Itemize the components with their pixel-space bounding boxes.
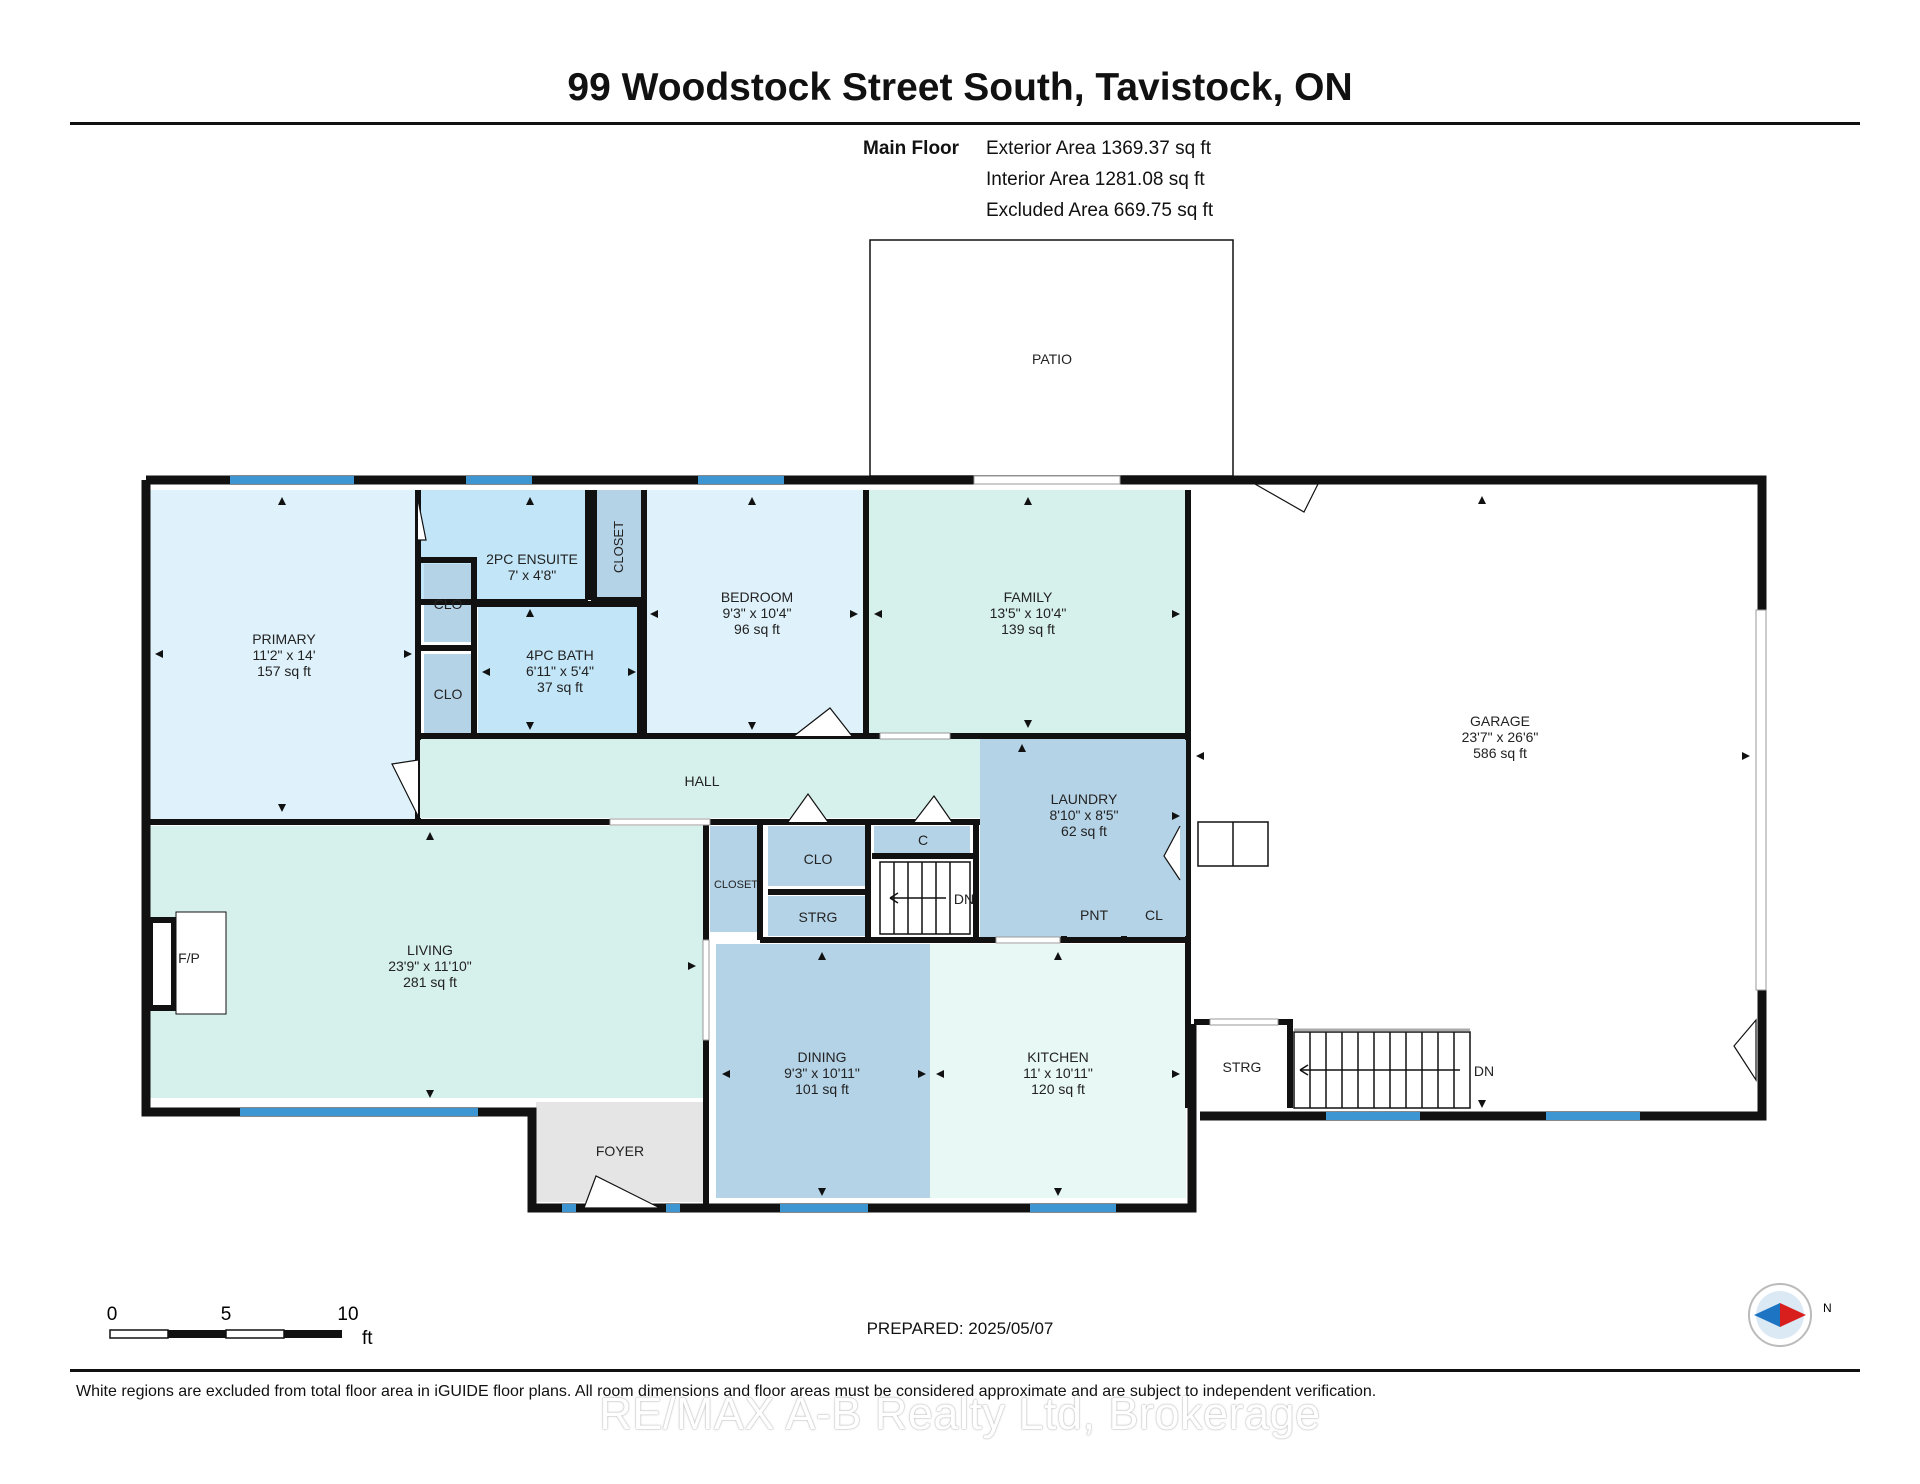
- bath4-dims: 6'11" x 5'4": [526, 663, 594, 679]
- living-area: 281 sq ft: [403, 974, 457, 990]
- prepared-date: PREPARED: 2025/05/07: [866, 1319, 1054, 1338]
- kitchen-area: 120 sq ft: [1031, 1081, 1085, 1097]
- dining-label: DINING: [798, 1049, 847, 1065]
- compass-north-label: N: [1823, 1301, 1832, 1315]
- fp-label: F/P: [178, 950, 200, 966]
- hall-overlay: [420, 740, 980, 818]
- family-room: [868, 490, 1186, 734]
- bedroom-label: BEDROOM: [721, 589, 793, 605]
- foyer-label: FOYER: [596, 1143, 644, 1159]
- hall-label: HALL: [684, 773, 719, 789]
- strg1-room: [768, 896, 868, 936]
- primary-label: PRIMARY: [252, 631, 316, 647]
- ensuite-dims: 7' x 4'8": [508, 567, 556, 583]
- bedroom-dims: 9'3" x 10'4": [723, 605, 792, 621]
- clo3-room: [768, 826, 868, 886]
- strg2-label: STRG: [1223, 1059, 1262, 1075]
- laundry-label: LAUNDRY: [1051, 791, 1118, 807]
- dining-room: [716, 944, 930, 1198]
- header-divider: [70, 122, 1860, 125]
- living-label: LIVING: [407, 942, 453, 958]
- footer-divider: [70, 1369, 1860, 1372]
- laundry-overlay: [980, 740, 1186, 936]
- closet-small-label: CLOSET: [714, 879, 758, 891]
- clo2-room: [424, 654, 472, 736]
- garage-area: 586 sq ft: [1473, 745, 1527, 761]
- living-dims: 23'9" x 11'10": [388, 958, 472, 974]
- bath4-area: 37 sq ft: [537, 679, 583, 695]
- scale-tick-0: 0: [107, 1304, 118, 1325]
- bath4-room: [478, 606, 640, 734]
- windows: [230, 476, 1640, 1212]
- kitchen-label: KITCHEN: [1027, 1049, 1088, 1065]
- closet-vertical-label: CLOSET: [611, 521, 626, 573]
- living-room: [150, 826, 706, 1098]
- patio-area: [869, 239, 1234, 477]
- page-title: 99 Woodstock Street South, Tavistock, ON: [567, 66, 1353, 109]
- closet-small-room: [710, 826, 760, 932]
- strg2-room: [1196, 1024, 1290, 1108]
- clo2-label: CLO: [434, 686, 463, 702]
- fireplace-hearth: [175, 911, 227, 1015]
- area-excluded: Excluded Area 669.75 sq ft: [986, 200, 1214, 221]
- patio-label: PATIO: [1032, 351, 1072, 367]
- laundry-dims: 8'10" x 8'5": [1050, 807, 1119, 823]
- dn2-label: DN: [1474, 1063, 1494, 1079]
- kitchen-room: [930, 944, 1186, 1198]
- dining-area: 101 sq ft: [795, 1081, 849, 1097]
- primary-dims: 11'2" x 14': [253, 647, 316, 663]
- primary-room: [150, 490, 418, 820]
- dn1-label: DN: [954, 891, 974, 907]
- stairs-1: [879, 861, 971, 935]
- strg1-label: STRG: [799, 909, 838, 925]
- scale-tick-10: 10: [337, 1304, 358, 1325]
- laundry-area: 62 sq ft: [1061, 823, 1107, 839]
- scale-tick-5: 5: [221, 1304, 232, 1325]
- door-swings: [391, 483, 1757, 1209]
- floor-label: Main Floor: [863, 138, 960, 159]
- area-interior: Interior Area 1281.08 sq ft: [986, 169, 1205, 190]
- openings: [609, 475, 1767, 1041]
- c-label: C: [918, 832, 928, 848]
- footer-note: White regions are excluded from total fl…: [76, 1383, 1377, 1400]
- garage-label: GARAGE: [1470, 713, 1530, 729]
- closet-vertical: [594, 490, 644, 602]
- clo1-label: CLO: [434, 596, 463, 612]
- fireplace-box: [147, 917, 177, 1011]
- cl-label: CL: [1145, 907, 1163, 923]
- scale-bar: 0 5 10 ft: [107, 1304, 374, 1349]
- dimension-arrows: [155, 496, 1750, 1196]
- family-area: 139 sq ft: [1001, 621, 1055, 637]
- scale-unit: ft: [362, 1328, 373, 1349]
- ensuite-label: 2PC ENSUITE: [486, 551, 578, 567]
- garage-dims: 23'7" x 26'6": [1462, 729, 1539, 745]
- foyer-room: [536, 1102, 708, 1202]
- pnt-label: PNT: [1080, 907, 1108, 923]
- primary-area: 157 sq ft: [257, 663, 311, 679]
- compass-icon: N: [1748, 1283, 1832, 1347]
- bedroom-area: 96 sq ft: [734, 621, 780, 637]
- area-exterior: Exterior Area 1369.37 sq ft: [986, 138, 1211, 159]
- family-label: FAMILY: [1004, 589, 1053, 605]
- clo3-label: CLO: [804, 851, 833, 867]
- kitchen-dims: 11' x 10'11": [1023, 1065, 1093, 1081]
- bath4-label: 4PC BATH: [526, 647, 593, 663]
- c-room: [874, 826, 970, 856]
- dining-dims: 9'3" x 10'11": [784, 1065, 860, 1081]
- garage-room: [1190, 490, 1756, 1102]
- family-dims: 13'5" x 10'4": [990, 605, 1067, 621]
- stairs-2: [1293, 1028, 1471, 1109]
- watermark-text: RE/MAX A-B Realty Ltd, Brokerage: [599, 1388, 1321, 1439]
- bedroom-room: [644, 490, 864, 734]
